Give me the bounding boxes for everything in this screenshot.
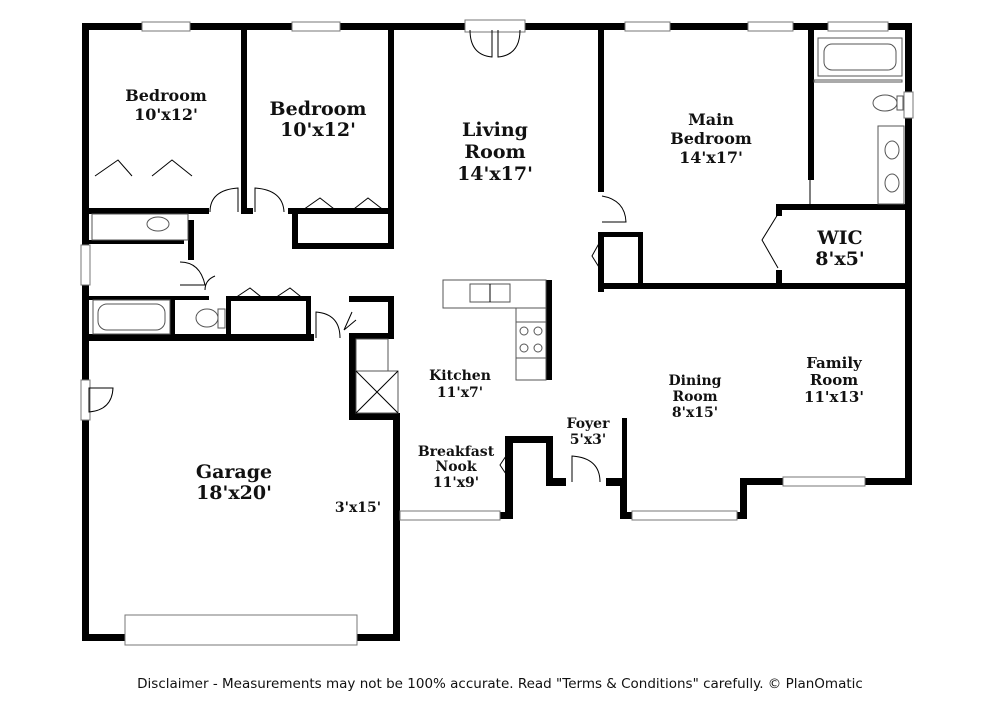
interior-walls bbox=[89, 30, 912, 480]
breakfast-nook-name-line-1: Breakfast bbox=[418, 444, 495, 460]
kitchen-size: 11'x7' bbox=[437, 385, 483, 401]
room-labels: Bedroom 10'x12' Bedroom 10'x12' Living R… bbox=[125, 86, 865, 516]
exterior-walls bbox=[82, 23, 912, 641]
wic-size: 8'x5' bbox=[815, 248, 864, 270]
bedroom-1-name: Bedroom bbox=[125, 86, 207, 105]
dining-room-name-line-2: Room bbox=[672, 389, 717, 405]
family-room-name-line-1: Family bbox=[806, 354, 863, 372]
family-room-size: 11'x13' bbox=[804, 388, 864, 406]
foyer-size: 5'x3' bbox=[570, 432, 606, 448]
breakfast-nook-size: 11'x9' bbox=[433, 475, 479, 491]
main-bedroom-name-line-2: Bedroom bbox=[670, 129, 752, 148]
wic-name: WIC bbox=[816, 227, 862, 249]
doors bbox=[88, 19, 811, 483]
living-room-name-line-1: Living bbox=[462, 119, 528, 141]
garage-name: Garage bbox=[196, 461, 272, 483]
storage-size: 3'x15' bbox=[335, 500, 381, 516]
bedroom-1-size: 10'x12' bbox=[134, 105, 198, 124]
living-room-size: 14'x17' bbox=[457, 163, 533, 185]
bedroom-2-name: Bedroom bbox=[270, 98, 367, 120]
family-room-name-line-2: Room bbox=[810, 371, 858, 389]
fixtures bbox=[91, 37, 905, 414]
foyer-name: Foyer bbox=[567, 416, 611, 432]
dining-room-size: 8'x15' bbox=[672, 405, 718, 421]
main-bedroom-name-line-1: Main bbox=[688, 110, 734, 129]
living-room-name-line-2: Room bbox=[464, 141, 525, 163]
windows bbox=[80, 21, 914, 646]
bedroom-2-size: 10'x12' bbox=[280, 119, 356, 141]
disclaimer-text: Disclaimer - Measurements may not be 100… bbox=[137, 676, 863, 692]
kitchen-name: Kitchen bbox=[429, 368, 491, 384]
dining-room-name-line-1: Dining bbox=[669, 373, 722, 389]
garage-size: 18'x20' bbox=[196, 482, 272, 504]
main-bedroom-size: 14'x17' bbox=[679, 148, 743, 167]
breakfast-nook-name-line-2: Nook bbox=[435, 459, 476, 475]
